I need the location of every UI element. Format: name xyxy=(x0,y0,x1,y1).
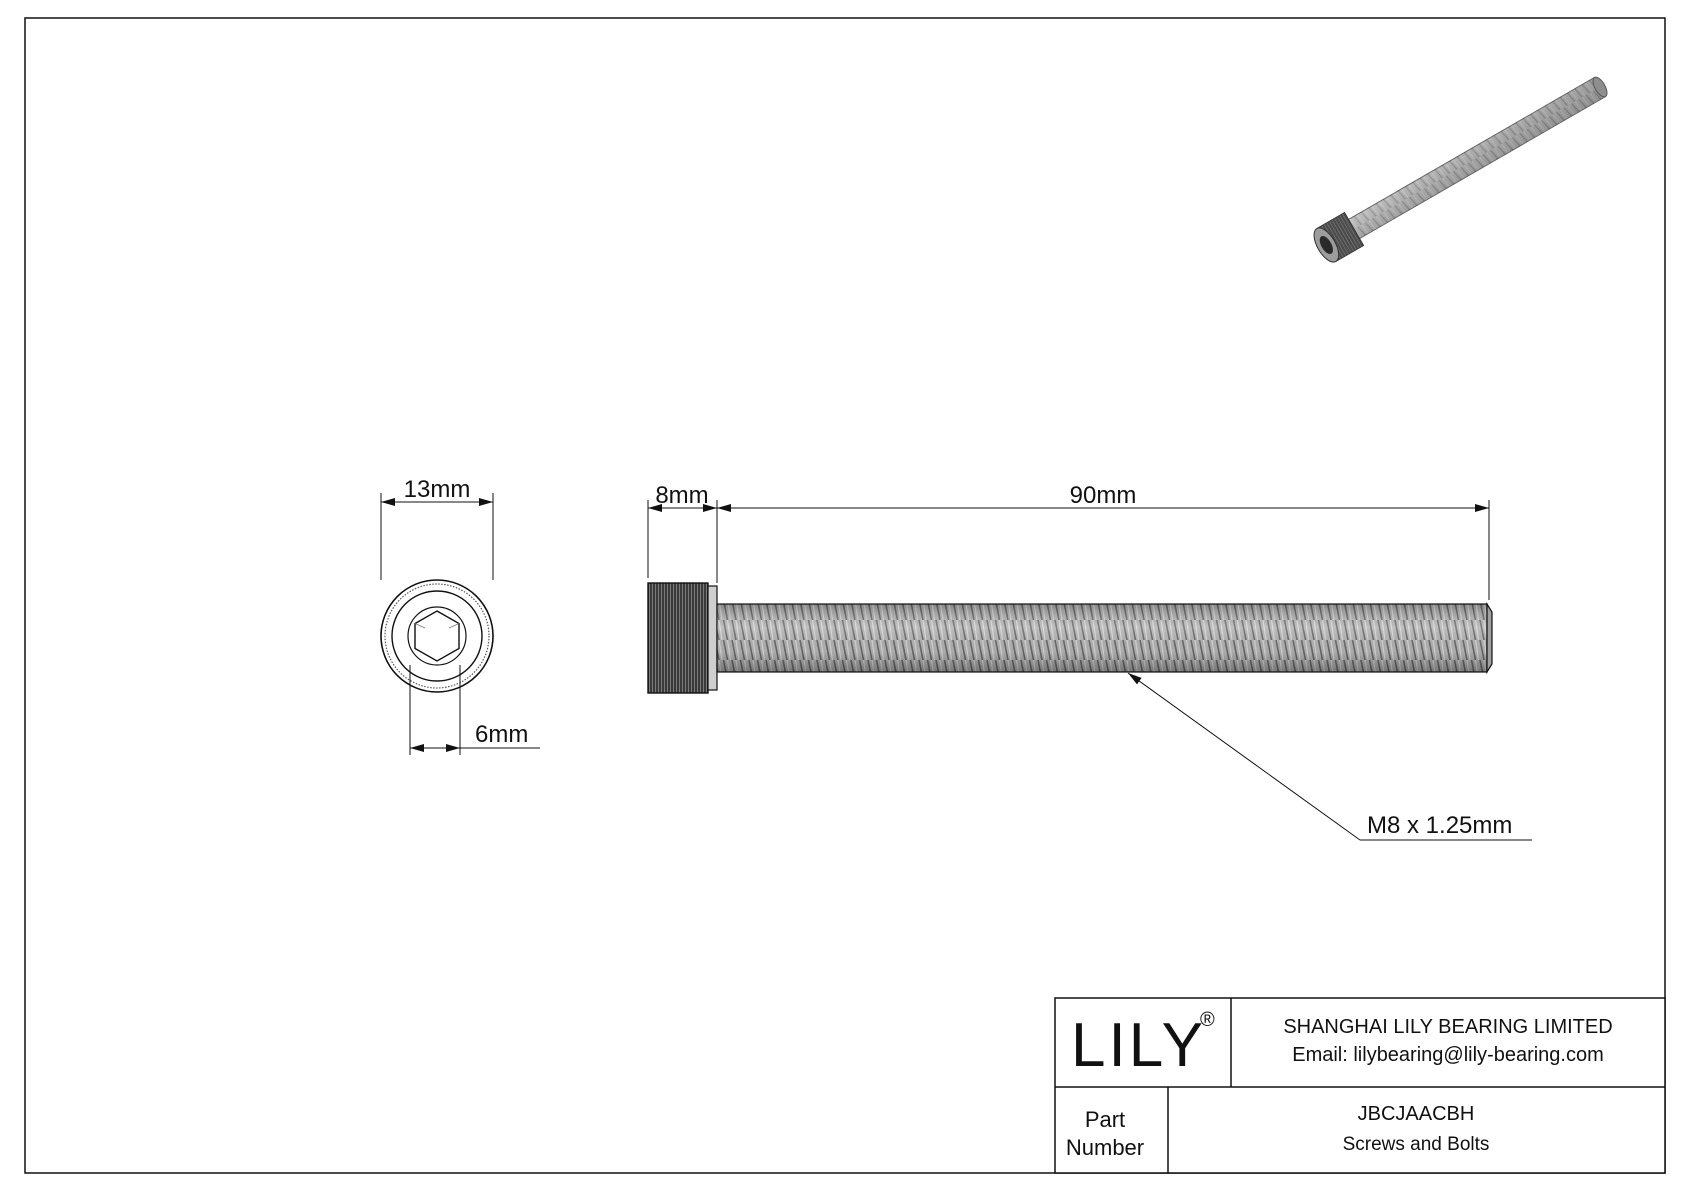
socket-circle xyxy=(407,606,467,666)
isometric-view xyxy=(1313,76,1608,263)
sheet-border xyxy=(24,17,1666,1174)
end-view xyxy=(380,579,494,693)
thread-callout: M8 x 1.25mm xyxy=(1127,672,1532,841)
head-chamfer xyxy=(707,585,718,691)
screw-head xyxy=(647,582,709,694)
company-name: SHANGHAI LILY BEARING LIMITED xyxy=(1283,1016,1612,1038)
length-label: 90mm xyxy=(1070,482,1137,509)
head-height-label: 8mm xyxy=(655,482,708,509)
part-number-value: JBCJAACBH xyxy=(1358,1103,1475,1125)
registered-mark: ® xyxy=(1200,1009,1215,1031)
title-block: LILY ® SHANGHAI LILY BEARING LIMITED Ema… xyxy=(1054,997,1666,1174)
part-number-label-line1: Part xyxy=(1085,1107,1125,1132)
dimension-head-diameter: 13mm xyxy=(380,476,494,580)
dimension-head-height: 8mm xyxy=(647,482,718,583)
screw-tip xyxy=(1486,601,1493,675)
head-knurl-circle xyxy=(384,583,490,689)
side-view xyxy=(647,582,1493,694)
head-diameter-label: 13mm xyxy=(404,476,471,503)
company-email: Email: lilybearing@lily-bearing.com xyxy=(1292,1044,1604,1066)
head-inner-circle xyxy=(391,590,483,682)
company-logo: LILY xyxy=(1071,1011,1206,1080)
dimension-length: 90mm xyxy=(717,482,1490,600)
part-category: Screws and Bolts xyxy=(1343,1134,1490,1155)
head-outer-circle xyxy=(380,579,494,693)
dimension-hex-socket: 6mm xyxy=(409,665,540,755)
hex-socket-label: 6mm xyxy=(475,721,528,748)
part-number-label-line2: Number xyxy=(1066,1135,1144,1160)
thread-label: M8 x 1.25mm xyxy=(1367,812,1512,839)
